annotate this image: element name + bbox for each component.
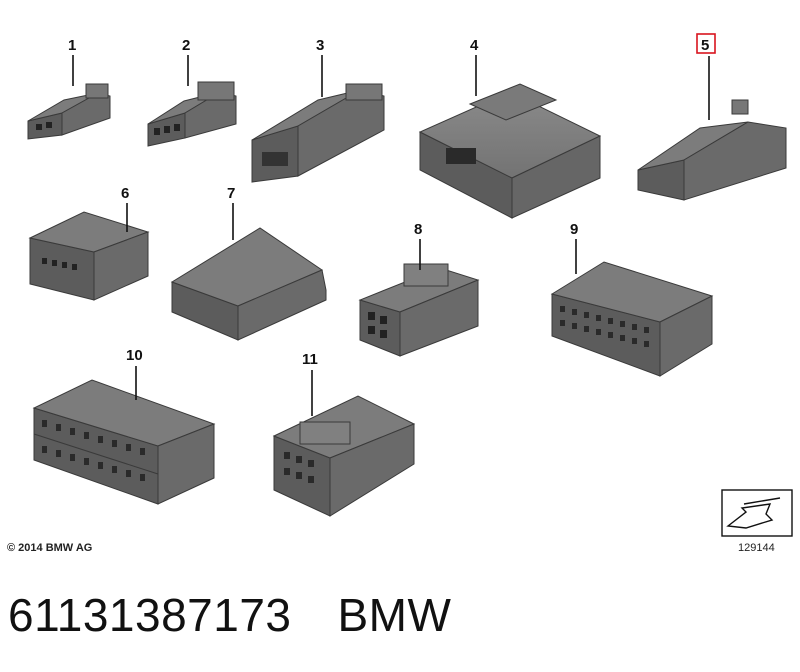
brand-name: BMW bbox=[337, 589, 452, 641]
callout-6-label: 6 bbox=[121, 185, 129, 202]
callout-8[interactable]: 8 bbox=[414, 221, 422, 270]
part-caption: 61131387173 BMW bbox=[8, 588, 451, 642]
drawing-number: 129144 bbox=[738, 542, 775, 554]
callout-10-label: 10 bbox=[126, 347, 143, 364]
connector-part-2[interactable] bbox=[147, 81, 237, 147]
callout-4[interactable]: 4 bbox=[470, 37, 479, 96]
callout-10[interactable]: 10 bbox=[126, 347, 143, 400]
connector-part-11[interactable] bbox=[272, 395, 416, 517]
direction-arrow-icon bbox=[721, 489, 793, 537]
callout-7[interactable]: 7 bbox=[227, 185, 235, 240]
callout-8-label: 8 bbox=[414, 221, 422, 238]
callout-3[interactable]: 3 bbox=[316, 37, 324, 97]
connector-part-9[interactable] bbox=[550, 261, 714, 377]
connector-part-4[interactable] bbox=[418, 83, 602, 219]
callout-1[interactable]: 1 bbox=[68, 37, 76, 86]
connector-part-8[interactable] bbox=[358, 263, 480, 357]
callout-11-label: 11 bbox=[302, 351, 318, 368]
callout-2[interactable]: 2 bbox=[182, 37, 190, 86]
callout-3-label: 3 bbox=[316, 37, 324, 54]
callout-9-label: 9 bbox=[570, 221, 578, 238]
connector-part-6[interactable] bbox=[28, 211, 150, 301]
copyright-notice: © 2014 BMW AG bbox=[7, 542, 93, 554]
connector-parts-diagram: 1 2 3 4 bbox=[27, 33, 793, 537]
connector-part-3[interactable] bbox=[251, 83, 385, 183]
callout-11[interactable]: 11 bbox=[302, 351, 318, 416]
callout-6[interactable]: 6 bbox=[121, 185, 129, 232]
callout-1-label: 1 bbox=[68, 37, 76, 54]
connector-part-5[interactable] bbox=[637, 99, 787, 201]
callout-4-label: 4 bbox=[470, 37, 479, 54]
callout-5[interactable]: 5 bbox=[696, 33, 716, 120]
callout-9[interactable]: 9 bbox=[570, 221, 578, 274]
part-number: 61131387173 bbox=[8, 589, 292, 641]
connector-part-7[interactable] bbox=[170, 227, 327, 341]
callout-7-label: 7 bbox=[227, 185, 235, 202]
callout-5-highlight-box bbox=[696, 33, 716, 54]
connector-part-1[interactable] bbox=[27, 83, 111, 140]
connector-part-10[interactable] bbox=[32, 379, 216, 505]
callout-2-label: 2 bbox=[182, 37, 190, 54]
callout-5-label: 5 bbox=[701, 37, 709, 54]
